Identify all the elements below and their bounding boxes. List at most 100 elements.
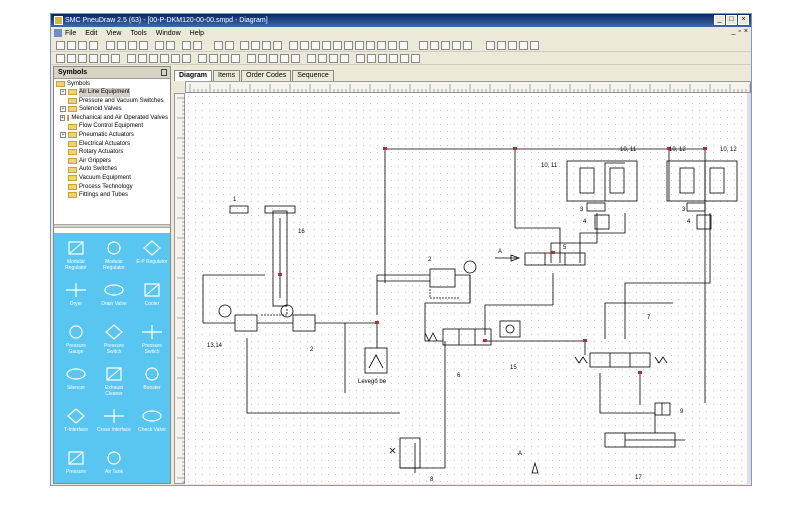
text-tool-icon[interactable] [377,41,386,50]
context-help-icon[interactable] [193,41,202,50]
doc-minimize-button[interactable]: _ [731,28,736,35]
menu-help[interactable]: Help [189,29,205,37]
redo-icon[interactable] [166,41,175,50]
zoom-area-icon[interactable] [452,41,461,50]
library-icon[interactable] [367,54,376,63]
maximize-button[interactable]: □ [726,15,737,25]
tree-item[interactable]: Pressure and Vacuum Switches [56,97,168,106]
order-icon[interactable] [273,41,282,50]
greater-tool-icon[interactable] [519,41,528,50]
flip-icon[interactable] [78,54,87,63]
align-left-icon[interactable] [127,54,136,63]
zoom-icon[interactable] [419,41,428,50]
triangle-tool-icon[interactable] [311,41,320,50]
undo-icon[interactable] [155,41,164,50]
palette-item[interactable]: Pressure Gauge [58,323,94,359]
diagram-canvas[interactable]: 1 16 2 2 13,14 Levegő be A A 5 6 15 7 8 … [185,93,751,484]
expand-icon[interactable]: + [60,89,66,96]
settings-icon[interactable] [411,54,420,63]
group-icon[interactable] [251,41,260,50]
tree-item[interactable]: Electrical Actuators [56,140,168,149]
tab-order-codes[interactable]: Order Codes [241,70,292,81]
route-alt-icon[interactable] [340,54,349,63]
select-area-icon[interactable] [240,41,249,50]
tree-item[interactable]: Auto Switches [56,165,168,174]
image-tool-icon[interactable] [399,41,408,50]
expand-icon[interactable]: + [60,106,66,113]
save-icon[interactable] [78,41,87,50]
polyline-tool-icon[interactable] [300,41,309,50]
tree-item[interactable]: Fittings and Tubes [56,191,168,200]
rotate-left-icon[interactable] [67,54,76,63]
align-middle-icon[interactable] [171,54,180,63]
tree-root[interactable]: Symbols [56,80,168,88]
print-icon[interactable] [89,41,98,50]
new-icon[interactable] [56,41,65,50]
menu-edit[interactable]: Edit [85,29,98,37]
panel-splitter[interactable] [54,224,170,228]
ungroup-icon[interactable] [262,41,271,50]
help-icon[interactable] [182,41,191,50]
pin-icon[interactable] [161,69,167,76]
expand-icon[interactable]: + [60,132,66,139]
arrow-tool-icon[interactable] [508,41,517,50]
zoom-page-icon[interactable] [441,41,450,50]
route-icon[interactable] [329,54,338,63]
close-button[interactable]: × [738,15,749,25]
catalog-icon[interactable] [378,54,387,63]
pointer-alt-icon[interactable] [225,41,234,50]
tab-sequence[interactable]: Sequence [292,70,334,81]
flip-vertical-icon[interactable] [111,54,120,63]
text-format-icon[interactable] [388,41,397,50]
palette-item[interactable]: Cross Interface [96,407,132,443]
palette-item[interactable]: E-P Regulator [134,239,170,275]
snap-grid-icon[interactable] [247,54,256,63]
tree-item[interactable]: Rotary Actuators [56,148,168,157]
doc-restore-button[interactable]: ▫ [738,28,741,35]
doc-close-button[interactable]: × [743,28,748,35]
palette-item[interactable]: Dryer [58,281,94,317]
plus-tool-icon[interactable] [486,41,495,50]
tree-item[interactable]: Air Grippers [56,157,168,166]
palette-item[interactable]: Check Valve [134,407,170,443]
tab-items[interactable]: Items [213,70,241,81]
line-end-icon[interactable] [530,41,539,50]
curve-tool-icon[interactable] [344,41,353,50]
cut-icon[interactable] [106,41,115,50]
circle-tool-icon[interactable] [366,41,375,50]
palette-item[interactable]: Pressure Switch [96,323,132,359]
align-bottom-icon[interactable] [182,54,191,63]
menu-view[interactable]: View [106,29,122,37]
space-h-icon[interactable] [258,54,267,63]
back-icon[interactable] [291,54,300,63]
front-icon[interactable] [280,54,289,63]
tree-item[interactable]: +Air Line Equipment [56,88,168,97]
menu-window[interactable]: Window [155,29,181,37]
tree-item[interactable]: Flow Control Equipment [56,122,168,131]
align-top-icon[interactable] [160,54,169,63]
delete-icon[interactable] [139,41,148,50]
properties-icon[interactable] [356,54,365,63]
space-v-icon[interactable] [269,54,278,63]
expand-icon[interactable]: + [60,115,65,122]
connect-icon[interactable] [307,54,316,63]
parts-list-icon[interactable] [389,54,398,63]
align-center-icon[interactable] [138,54,147,63]
palette-item[interactable]: Cooler [134,281,170,317]
tab-diagram[interactable]: Diagram [174,70,213,81]
tree-item[interactable]: +Mechanical and Air Operated Valves [56,114,168,123]
palette-item[interactable]: Pressure Switch [134,323,170,359]
open-icon[interactable] [67,41,76,50]
palette-item[interactable]: Drain Valve [96,281,132,317]
palette-item[interactable]: Booster [134,365,170,401]
palette-item[interactable]: Exhaust Cleaner [96,365,132,401]
connect-alt-icon[interactable] [318,54,327,63]
mirror-icon[interactable] [89,54,98,63]
distribute-h-icon[interactable] [198,54,207,63]
vertical-scrollbar[interactable] [747,93,751,484]
palette-item[interactable]: Pressure [58,449,94,483]
tree-item[interactable]: +Pneumatic Actuators [56,131,168,140]
menu-file[interactable]: File [65,29,77,37]
export-icon[interactable] [400,54,409,63]
rotate-right-icon[interactable] [100,54,109,63]
